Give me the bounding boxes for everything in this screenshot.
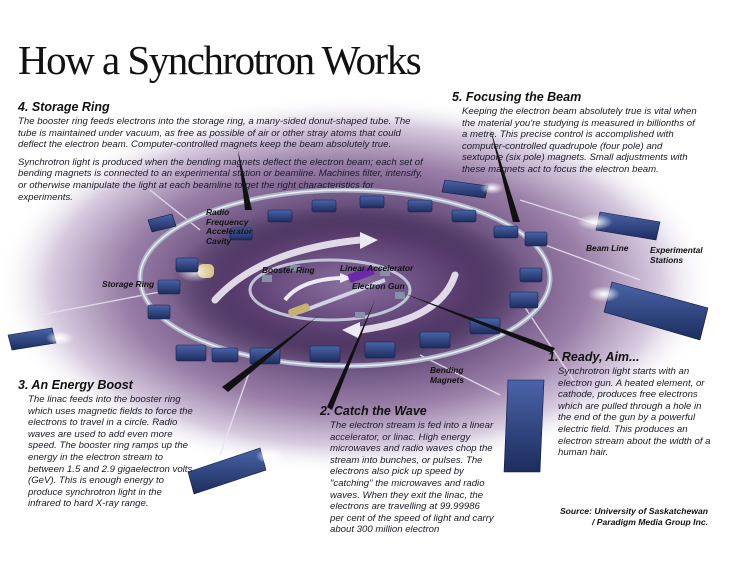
label-electron-gun: Electron Gun [352, 281, 405, 291]
section-ready-aim: 1. Ready, Aim... Synchrotron light start… [548, 350, 714, 465]
storage-ring-heading: 4. Storage Ring [18, 100, 110, 114]
ready-aim-text: Synchrotron light starts with an electro… [558, 366, 711, 459]
label-booster-ring: Booster Ring [262, 265, 315, 275]
storage-ring-text-1: The booster ring feeds electrons into th… [18, 116, 411, 151]
label-experimental-stations: Experimental Stations [650, 245, 703, 265]
energy-boost-heading: 3. An Energy Boost [18, 378, 133, 392]
label-beam-line: Beam Line [586, 243, 629, 253]
electron-gun [347, 266, 375, 283]
energy-boost-text: The linac feeds into the booster ring wh… [28, 394, 193, 510]
focusing-text: Keeping the electron beam absolutely tru… [462, 106, 697, 175]
catch-wave-heading: 2. Catch the Wave [320, 404, 427, 418]
flow-arrows [211, 236, 459, 334]
bending-magnets [147, 195, 548, 365]
section-storage-ring: 4. Storage Ring The booster ring feeds e… [18, 100, 428, 209]
callout-pointers [222, 128, 555, 410]
linac-tube [299, 278, 386, 314]
focusing-heading: 5. Focusing the Beam [452, 90, 582, 104]
ready-aim-heading: 1. Ready, Aim... [548, 350, 640, 364]
storage-ring-text-2: Synchrotron light is produced when the b… [18, 156, 423, 203]
section-catch-wave: 2. Catch the Wave The electron stream is… [320, 404, 496, 542]
experimental-stations [7, 179, 709, 495]
section-focusing: 5. Focusing the Beam Keeping the electro… [452, 90, 702, 182]
catch-wave-text: The electron stream is fed into a linear… [330, 420, 494, 536]
section-energy-boost: 3. An Energy Boost The linac feeds into … [18, 378, 194, 516]
label-storage-ring: Storage Ring [102, 279, 155, 289]
source-credit: Source: University of Saskatchewan / Par… [559, 506, 708, 527]
label-bending-magnets: Bending Magnets [430, 365, 464, 385]
page-title: How a Synchrotron Works [18, 37, 422, 83]
label-rf-cavity: Radio Frequency Accelerator Cavity [206, 207, 253, 246]
booster-magnets [262, 265, 405, 318]
booster-ring-tube [248, 258, 412, 322]
booster-injector [288, 303, 310, 317]
ring-inner-glow [170, 205, 530, 365]
label-linear-accelerator: Linear Accelerator [340, 263, 414, 273]
